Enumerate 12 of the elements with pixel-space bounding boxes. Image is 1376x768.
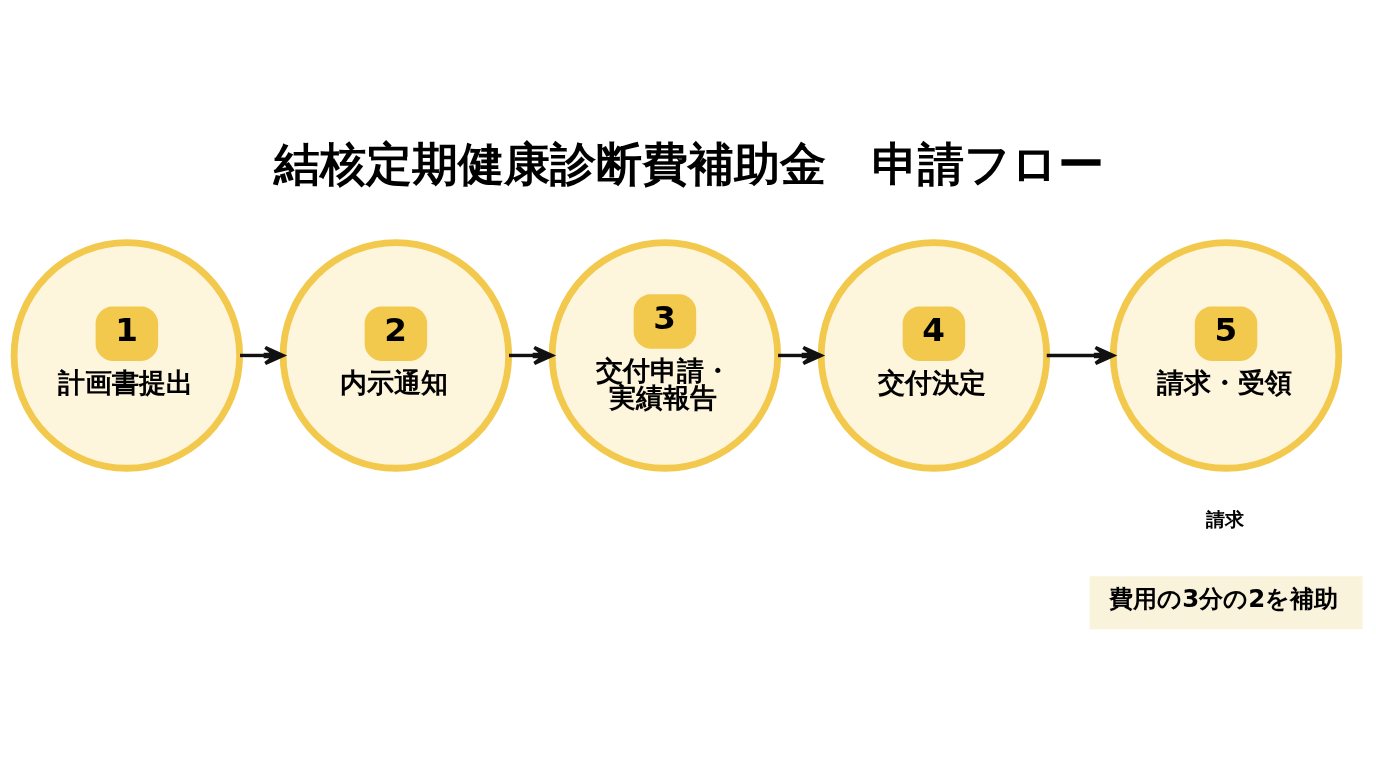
node-circle: 3 交付申請・実績報告: [548, 239, 782, 472]
arrow: [1046, 345, 1115, 366]
node-circle: 4 交付決定: [817, 239, 1051, 472]
arrow: [778, 345, 823, 366]
label: 請求: [1206, 508, 1245, 531]
node-circle: 1 計画書提出: [10, 239, 244, 472]
node-circle: 2 内示通知: [279, 239, 513, 472]
diagram-title: 結核定期健康診断費補助金 申請フロー: [273, 137, 1104, 192]
arrow: [240, 345, 285, 366]
node-box: 費用の3分の2を補助: [1089, 576, 1363, 630]
arrow: [509, 345, 554, 366]
node-circle: 5 請求・受領: [1109, 239, 1343, 472]
